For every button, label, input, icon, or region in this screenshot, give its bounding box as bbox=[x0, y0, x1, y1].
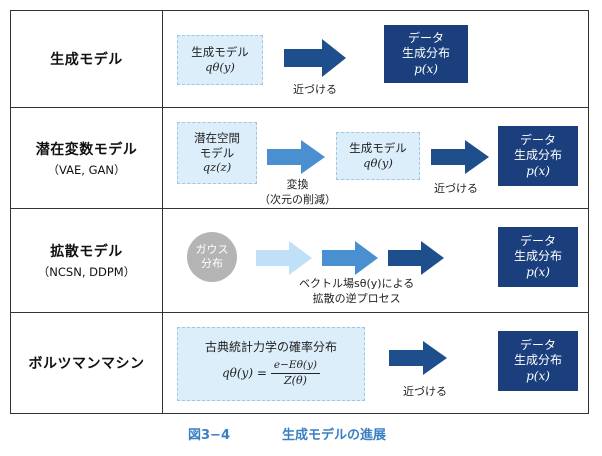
row-label: 拡散モデル bbox=[50, 244, 123, 260]
box-line: データ bbox=[519, 337, 556, 352]
latent-space-model-box: 潜在空間 モデル qz(z) bbox=[177, 122, 257, 184]
box-formula: qz(z) bbox=[202, 160, 232, 175]
circle-line: ガウス bbox=[195, 242, 229, 256]
approach-arrow-icon bbox=[284, 39, 346, 77]
box-formula: p(x) bbox=[414, 61, 438, 76]
generative-model-box: 生成モデル qθ(y) bbox=[177, 35, 263, 85]
box-line: モデル bbox=[199, 145, 235, 160]
approach-arrow-icon bbox=[431, 140, 489, 174]
row-label: ボルツマンマシン bbox=[28, 356, 145, 372]
box-line: 生成モデル bbox=[191, 45, 249, 60]
row-label-cell: 拡散モデル （NCSN, DDPM） bbox=[11, 209, 163, 312]
formula-row: qθ(y) = e−Eθ(y) Z(θ) bbox=[221, 359, 321, 388]
formula-denominator: Z(θ) bbox=[284, 373, 307, 387]
box-formula: qθ(y) bbox=[205, 60, 235, 74]
label-line: 拡散の逆プロセス bbox=[312, 291, 401, 305]
approach-label: 近づける bbox=[434, 182, 478, 195]
box-formula: p(x) bbox=[526, 163, 550, 178]
label-line: ベクトル場sθ(y)による bbox=[299, 277, 415, 290]
row-boltzmann-machine: ボルツマンマシン 古典統計力学の確率分布 qθ(y) = e−Eθ(y) Z(θ… bbox=[11, 313, 588, 413]
formula-title: 古典統計力学の確率分布 bbox=[204, 339, 337, 354]
row-sublabel: （NCSN, DDPM） bbox=[37, 265, 136, 279]
circle-line: 分布 bbox=[201, 257, 223, 270]
reverse-process-arrow-1-icon bbox=[256, 241, 312, 275]
data-distribution-box: データ 生成分布 p(x) bbox=[384, 25, 468, 83]
row-sublabel: （VAE, GAN） bbox=[47, 162, 126, 177]
box-line: 生成分布 bbox=[401, 46, 450, 61]
evolution-table: 生成モデル 生成モデル qθ(y) 近づける データ 生成分布 p(x) 潜在変… bbox=[10, 10, 589, 414]
reverse-process-label: ベクトル場sθ(y)による 拡散の逆プロセス bbox=[299, 277, 414, 307]
box-line: 潜在空間 bbox=[194, 130, 240, 145]
figure-title: 生成モデルの進展 bbox=[282, 428, 387, 443]
formula-fraction: e−Eθ(y) Z(θ) bbox=[270, 359, 321, 388]
row-label: 潜在変数モデル bbox=[35, 141, 138, 158]
generative-model-box: 生成モデル qθ(y) bbox=[336, 132, 420, 180]
data-distribution-box: データ 生成分布 p(x) bbox=[498, 227, 578, 287]
box-formula: p(x) bbox=[526, 368, 550, 383]
approach-label: 近づける bbox=[293, 83, 337, 96]
reverse-process-arrow-2-icon bbox=[322, 241, 378, 275]
box-formula: p(x) bbox=[526, 264, 550, 279]
box-line: 生成分布 bbox=[513, 148, 562, 163]
box-line: データ bbox=[519, 132, 556, 147]
figure-number: 図3−4 bbox=[188, 428, 230, 443]
approach-arrow-icon bbox=[389, 341, 447, 375]
approach-label: 近づける bbox=[403, 385, 447, 398]
box-line: データ bbox=[407, 30, 444, 45]
box-line: 生成モデル bbox=[349, 141, 407, 156]
data-distribution-box: データ 生成分布 p(x) bbox=[498, 126, 578, 186]
boltzmann-distribution-box: 古典統計力学の確率分布 qθ(y) = e−Eθ(y) Z(θ) bbox=[177, 327, 365, 401]
row-label-cell: ボルツマンマシン bbox=[11, 313, 163, 413]
data-distribution-box: データ 生成分布 p(x) bbox=[498, 331, 578, 391]
formula-lhs: qθ(y) = bbox=[221, 366, 267, 380]
formula-numerator: e−Eθ(y) bbox=[270, 359, 321, 374]
transform-arrow-icon bbox=[267, 140, 325, 174]
row-label-cell: 生成モデル bbox=[11, 11, 163, 107]
row-generative-model: 生成モデル 生成モデル qθ(y) 近づける データ 生成分布 p(x) bbox=[11, 11, 588, 108]
transform-label: 変換 （次元の削減） bbox=[259, 178, 336, 208]
label-line: （次元の削減） bbox=[259, 192, 336, 206]
row-label: 生成モデル bbox=[50, 52, 123, 68]
box-line: データ bbox=[519, 233, 556, 248]
row-label-cell: 潜在変数モデル （VAE, GAN） bbox=[11, 108, 163, 208]
box-line: 生成分布 bbox=[513, 353, 562, 368]
row-latent-variable-model: 潜在変数モデル （VAE, GAN） 潜在空間 モデル qz(z) 変換 （次元… bbox=[11, 108, 588, 209]
row-diffusion-model: 拡散モデル （NCSN, DDPM） ガウス 分布 ベクトル場sθ(y)による … bbox=[11, 209, 588, 313]
gaussian-distribution-circle: ガウス 分布 bbox=[187, 232, 237, 282]
box-formula: qθ(y) bbox=[363, 156, 393, 170]
label-line: 変換 bbox=[286, 178, 309, 191]
reverse-process-arrow-3-icon bbox=[388, 241, 444, 275]
box-line: 生成分布 bbox=[513, 249, 562, 264]
